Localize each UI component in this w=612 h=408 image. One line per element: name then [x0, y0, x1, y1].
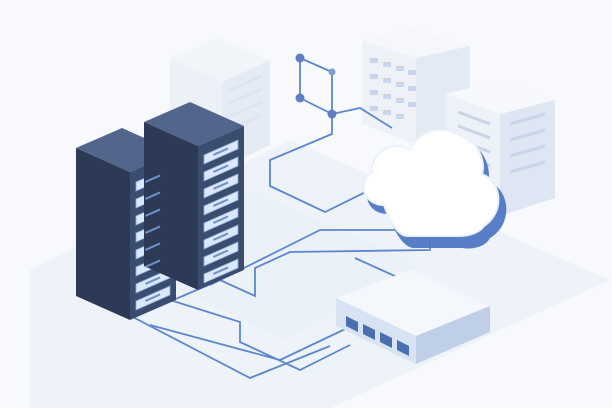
switch-port — [363, 324, 375, 340]
switch-top — [336, 270, 490, 336]
switch-front — [336, 298, 416, 364]
rack-side — [144, 122, 198, 290]
network-node-graph — [295, 53, 337, 119]
network-node — [328, 68, 336, 76]
network-switch — [336, 270, 490, 364]
switch-port — [380, 332, 392, 348]
cable-front — [99, 299, 331, 379]
switch-side — [416, 306, 490, 364]
rack-top — [144, 102, 244, 146]
network-node — [327, 109, 337, 119]
switch-port — [346, 316, 358, 332]
rack-side — [76, 148, 130, 320]
network-node — [295, 53, 305, 63]
cloud-outline — [362, 128, 500, 237]
cable-building — [331, 107, 393, 129]
rack-led-strips — [145, 147, 229, 302]
switch-port — [397, 340, 409, 356]
cloud-body — [363, 129, 499, 236]
server-rack-right — [144, 102, 244, 290]
switch-ports — [346, 316, 409, 356]
building-back-windows — [370, 58, 416, 119]
cloud — [362, 128, 507, 249]
cable-top-loop — [269, 58, 391, 213]
cable-lower-loop — [169, 299, 351, 371]
network-node — [295, 93, 305, 103]
cable-middle — [209, 229, 410, 286]
